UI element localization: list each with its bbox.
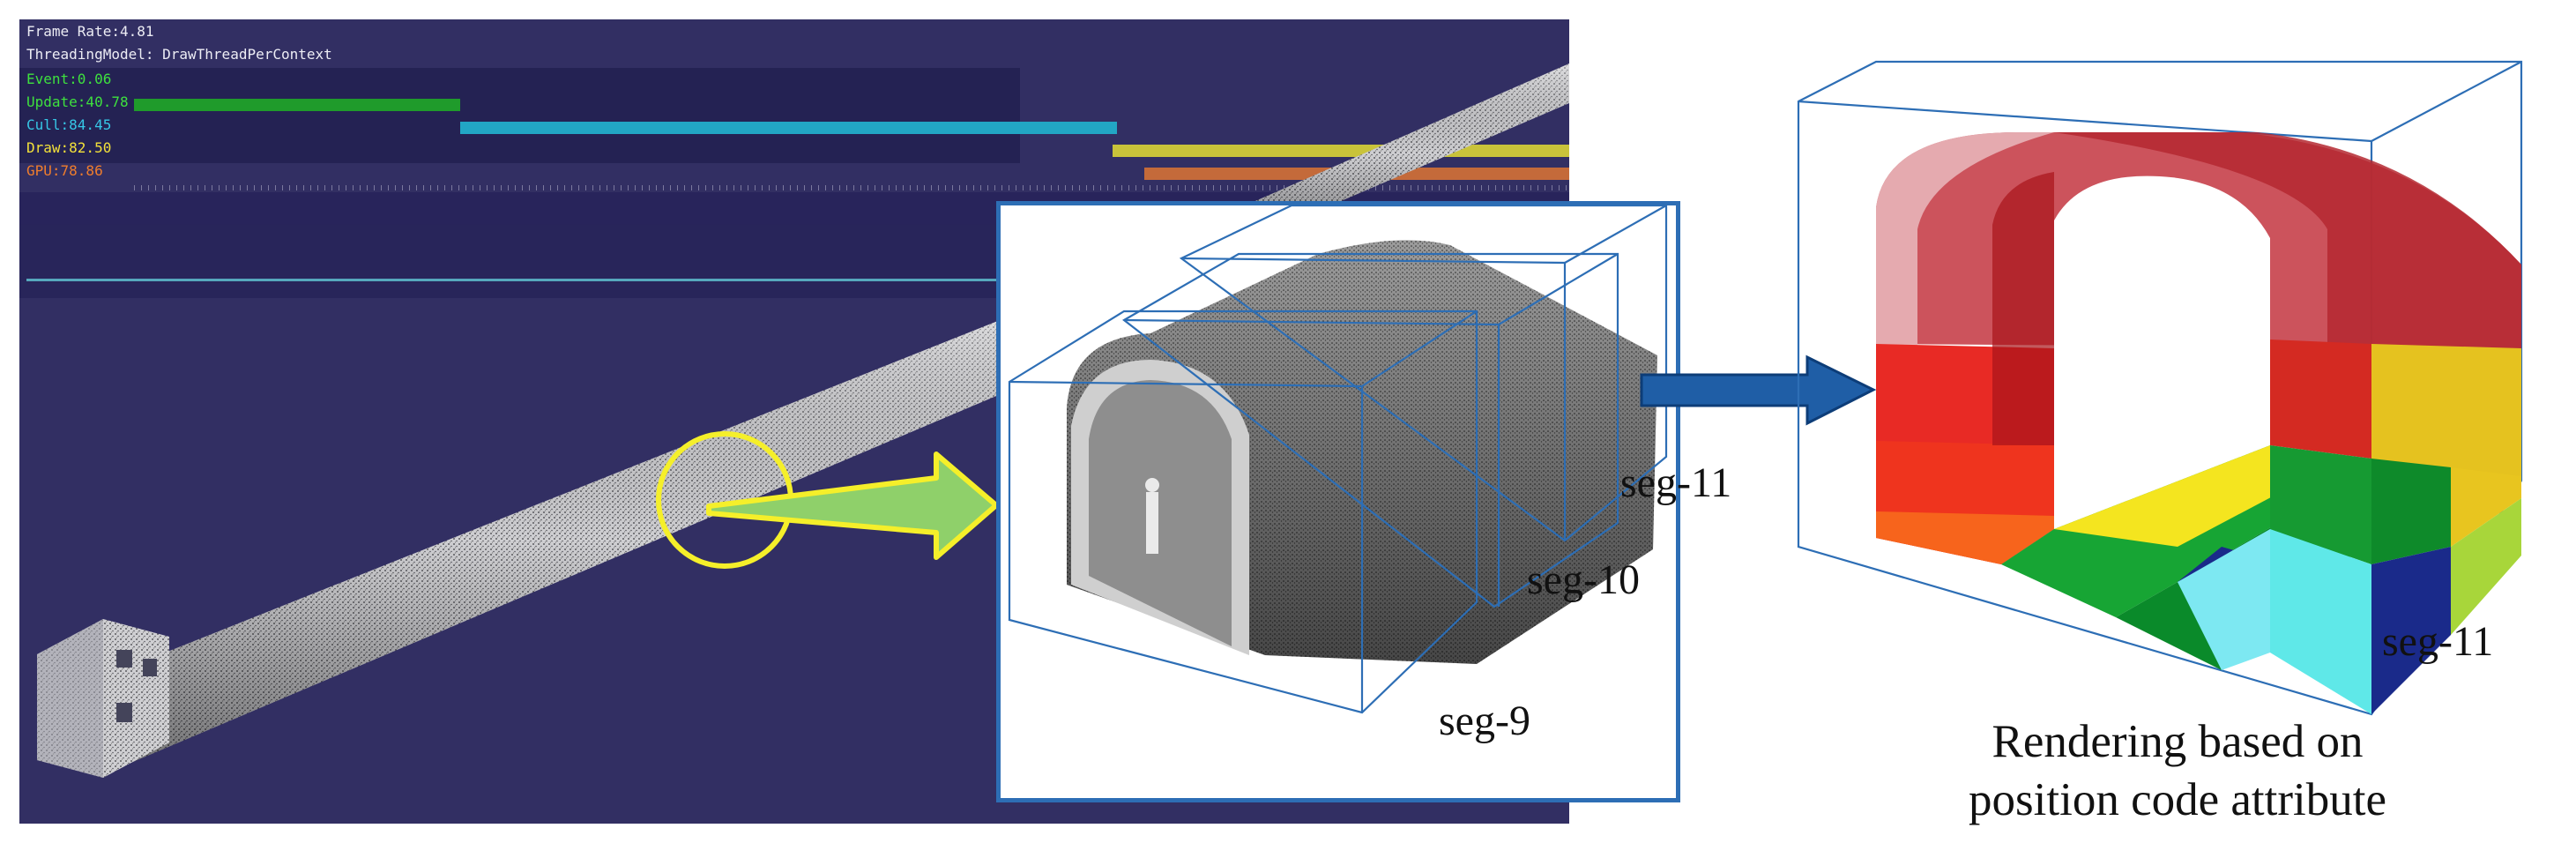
update-stat: Update:40.78: [26, 93, 129, 110]
update-bar: [134, 99, 460, 111]
caption-line-2: position code attribute: [1969, 774, 2386, 825]
threading-model-label: ThreadingModel: DrawThreadPerContext: [26, 46, 332, 63]
stats-panel: [19, 68, 1020, 163]
graph-baseline: [26, 279, 1560, 281]
render-caption: Rendering based on position code attribu…: [1904, 713, 2451, 829]
draw-stat: Draw:82.50: [26, 139, 112, 156]
tunnel-pointcloud: [37, 63, 1569, 778]
seg-11-right-label: seg-11: [2382, 618, 2494, 665]
seg-11-label: seg-11: [1620, 459, 1732, 506]
cull-bar: [460, 122, 1117, 134]
highlight-overlay: [656, 431, 999, 569]
segment-boxes-render: [1008, 205, 1668, 714]
caption-line-1: Rendering based on: [1992, 716, 2364, 767]
timeline-ticks: [134, 185, 1567, 190]
cull-stat: Cull:84.45: [26, 116, 112, 133]
event-stat: Event:0.06: [26, 71, 112, 87]
zoom-arrow: [706, 451, 999, 560]
frame-rate-label: Frame Rate:4.81: [26, 23, 154, 40]
zoom-inset: [996, 201, 1680, 802]
seg-10-label: seg-10: [1527, 556, 1640, 603]
gpu-stat: GPU:78.86: [26, 162, 103, 179]
seg-9-label: seg-9: [1439, 698, 1530, 744]
